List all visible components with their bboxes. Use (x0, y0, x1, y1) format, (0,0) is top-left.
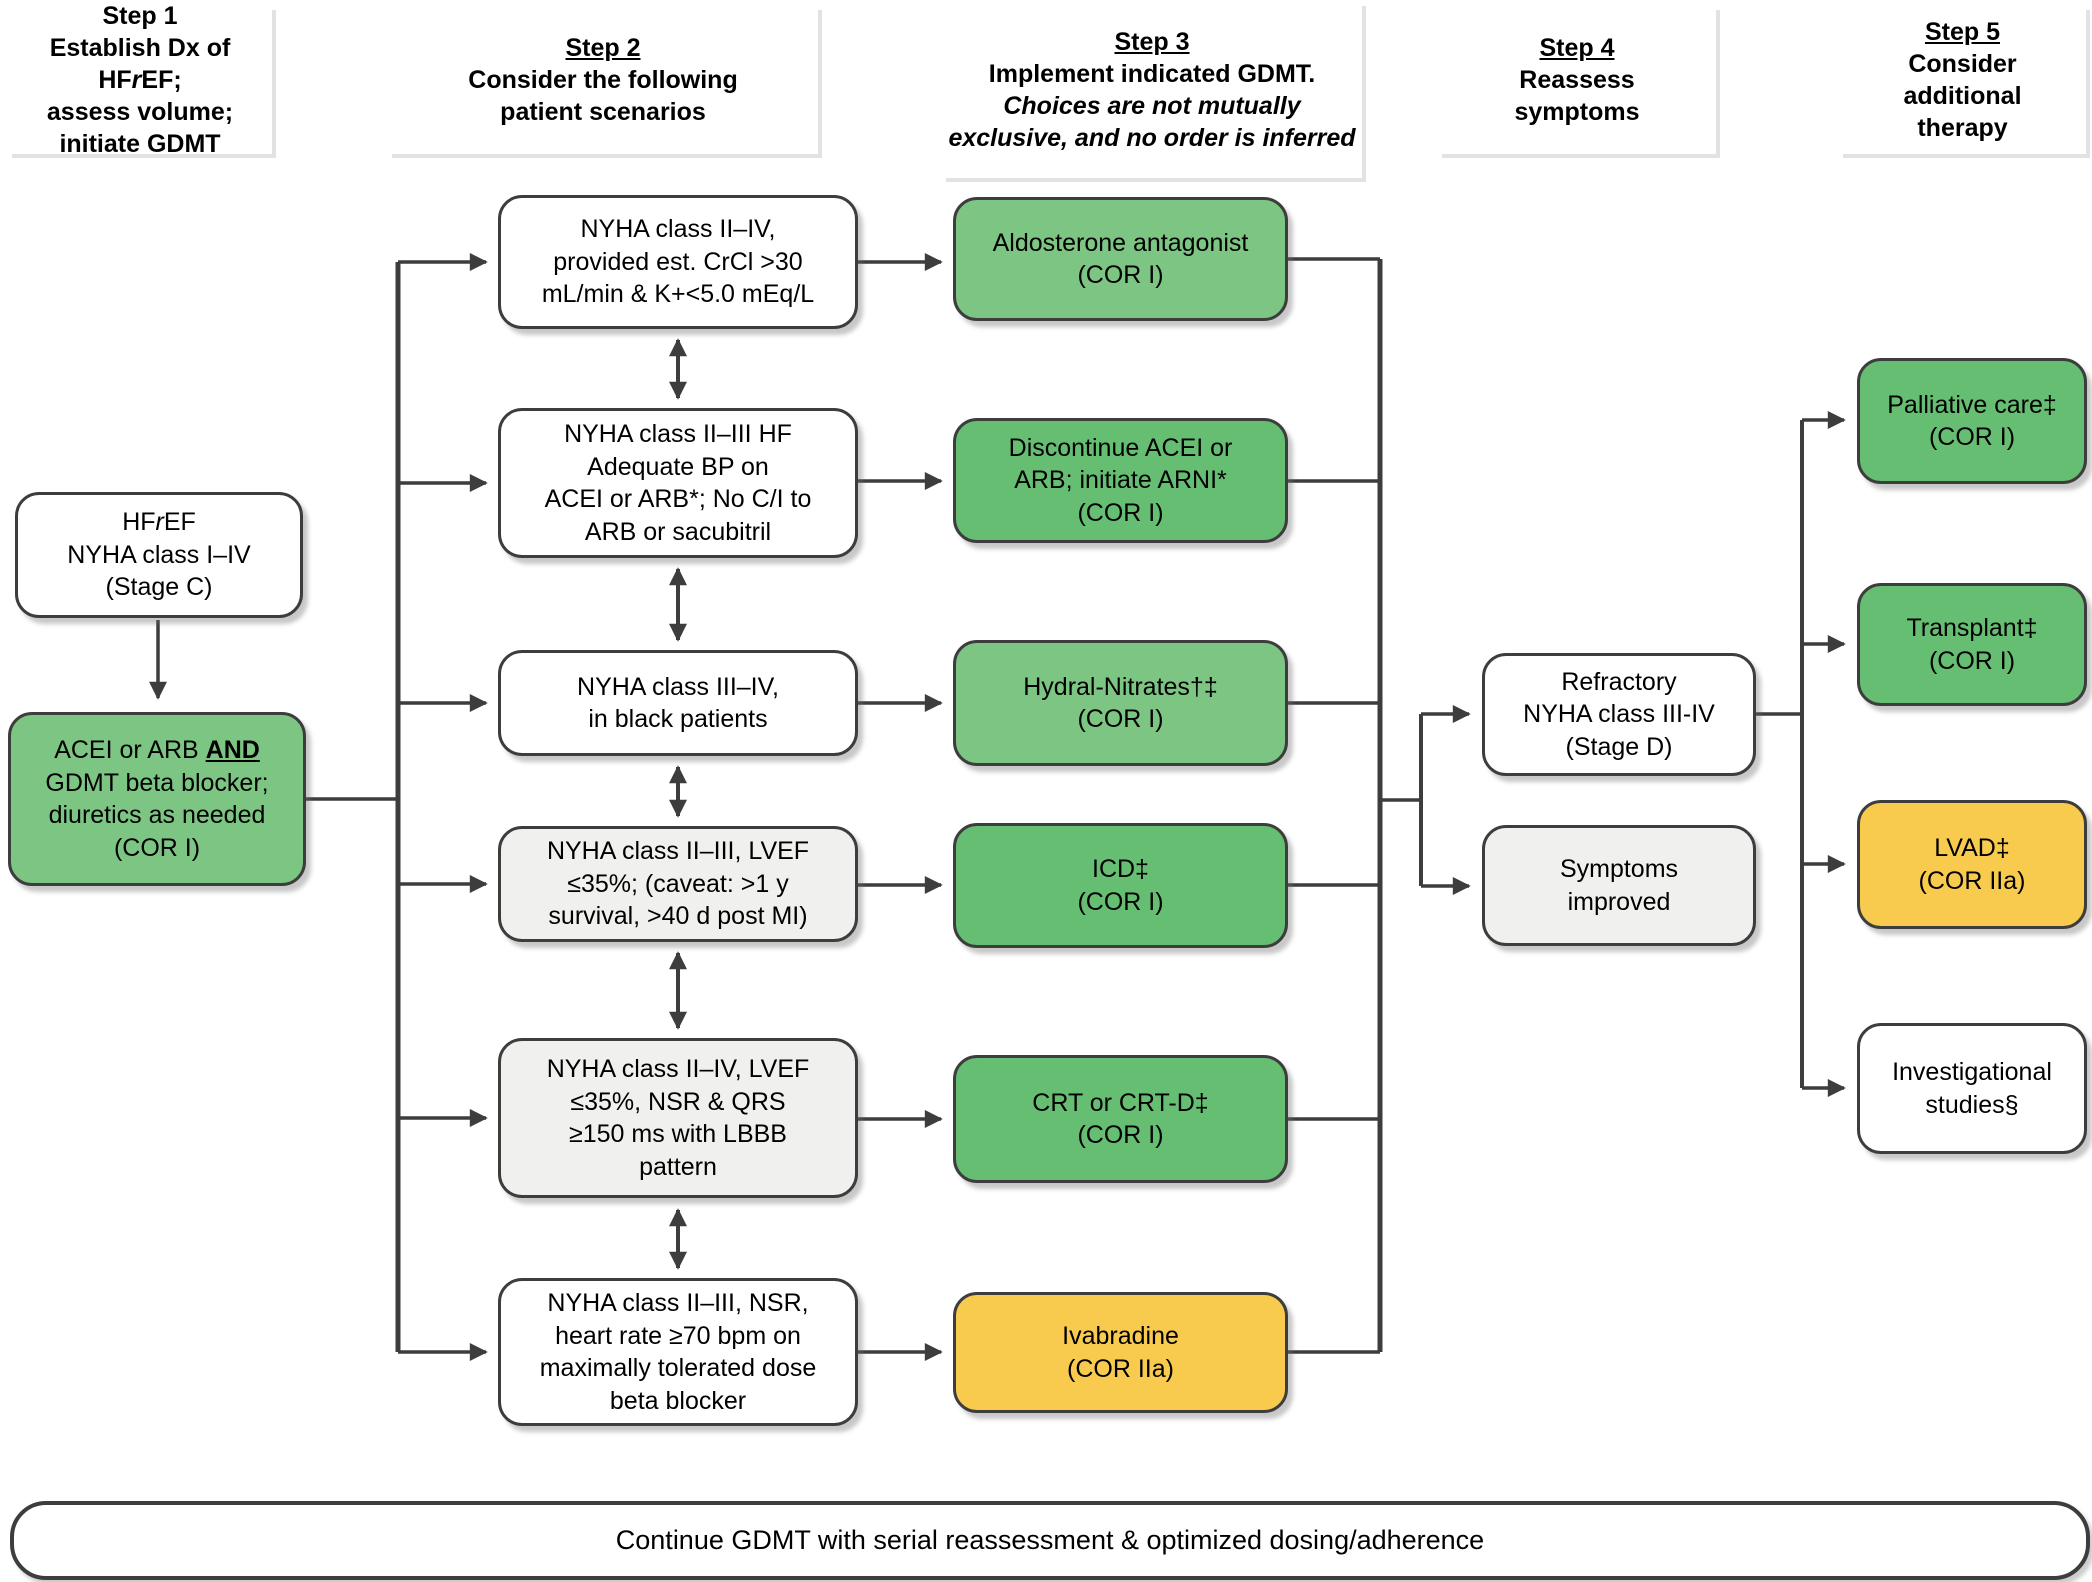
scenario-box-black-patients: NYHA class III–IV, in black patients (498, 650, 858, 756)
step3-italic-note: Choices are not mutually exclusive, and … (948, 92, 1356, 152)
hfref-rest: NYHA class I–IV (Stage C) (67, 540, 251, 602)
transplant-box: Transplant‡ (COR I) (1857, 583, 2087, 706)
step4-rest: Reassess symptoms (1514, 66, 1640, 126)
step3-title: Step 3 (1114, 28, 1190, 56)
hfref-stage-c-box: HFrEF NYHA class I–IV (Stage C) (15, 492, 303, 618)
step5-rest: Consider additional therapy (1903, 50, 2022, 142)
hfref-line1: HFrEF (122, 508, 196, 537)
gdmt-initiation-box: ACEI or ARB AND GDMT beta blocker; diure… (8, 712, 306, 886)
palliative-care-box: Palliative care‡ (COR I) (1857, 358, 2087, 484)
step2-header: Step 2 Consider the following patient sc… (388, 6, 818, 154)
gdmt-line1: ACEI or ARB AND (54, 736, 260, 764)
gdmt-rest: GDMT beta blocker; diuretics as needed (… (45, 768, 269, 862)
scenario-box-aldosterone-criteria: NYHA class II–IV, provided est. CrCl >30… (498, 195, 858, 329)
step1-line2: Establish Dx of HFrEF; (49, 34, 231, 94)
step1-title: Step 1 (102, 2, 178, 30)
therapy-box-hydral-nitrates: Hydral-Nitrates†‡ (COR I) (953, 640, 1288, 766)
therapy-box-ivabradine: Ivabradine (COR IIa) (953, 1292, 1288, 1413)
continue-gdmt-banner: Continue GDMT with serial reassessment &… (10, 1501, 2090, 1580)
scenario-box-crt-criteria: NYHA class II–IV, LVEF ≤35%, NSR & QRS ≥… (498, 1038, 858, 1198)
therapy-box-crt: CRT or CRT-D‡ (COR I) (953, 1055, 1288, 1183)
investigational-studies-box: Investigational studies§ (1857, 1023, 2087, 1154)
step1-header: Step 1 Establish Dx of HFrEF; assess vol… (8, 2, 272, 158)
therapy-box-icd: ICD‡ (COR I) (953, 823, 1288, 948)
scenario-box-icd-criteria: NYHA class II–III, LVEF ≤35%; (caveat: >… (498, 826, 858, 942)
step2-title: Step 2 (565, 34, 641, 62)
step1-rest: assess volume; initiate GDMT (46, 98, 234, 158)
therapy-box-aldosterone-antagonist: Aldosterone antagonist (COR I) (953, 197, 1288, 321)
step2-rest: Consider the following patient scenarios (468, 66, 738, 126)
step5-header: Step 5 Consider additional therapy (1839, 6, 2086, 154)
therapy-box-arni: Discontinue ACEI or ARB; initiate ARNI* … (953, 418, 1288, 543)
step4-header: Step 4 Reassess symptoms (1438, 6, 1716, 154)
scenario-box-arni-criteria: NYHA class II–III HF Adequate BP on ACEI… (498, 408, 858, 558)
lvad-box: LVAD‡ (COR IIa) (1857, 800, 2087, 929)
step5-title: Step 5 (1924, 18, 2001, 46)
step4-title: Step 4 (1539, 34, 1615, 62)
scenario-box-ivabradine-criteria: NYHA class II–III, NSR, heart rate ≥70 b… (498, 1278, 858, 1426)
step3-line2: Implement indicated GDMT. (988, 60, 1316, 88)
step3-header: Step 3 Implement indicated GDMT. Choices… (942, 2, 1362, 178)
symptoms-improved-box: Symptoms improved (1482, 825, 1756, 946)
flow-lines (149, 253, 1846, 1361)
refractory-stage-d-box: Refractory NYHA class III-IV (Stage D) (1482, 653, 1756, 776)
